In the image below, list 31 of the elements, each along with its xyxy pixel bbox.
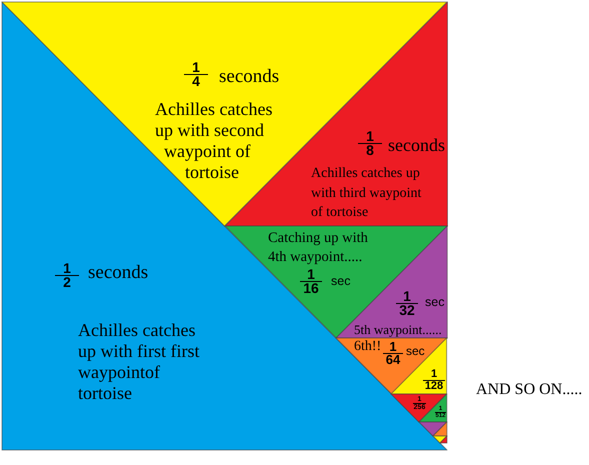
fraction-numerator: 1 [396, 290, 418, 304]
fraction-numerator: 1 [423, 369, 445, 381]
fraction-denominator: 64 [384, 354, 402, 366]
triangle-region [419, 422, 447, 436]
triangle-region [2, 2, 447, 450]
step-label: 6th!! [354, 339, 382, 355]
fraction-numerator: 1 [55, 262, 79, 276]
description-text: Achilles catches up with first first waypointof tortoise [78, 320, 200, 404]
unit-label: sec [406, 344, 425, 358]
fraction-denominator: 2 [62, 276, 72, 289]
unit-label: sec [425, 295, 444, 309]
fraction-denominator: 16 [302, 282, 320, 295]
unit-label: seconds [88, 262, 148, 284]
fraction-numerator: 1 [300, 268, 322, 282]
triangle-region [224, 226, 447, 338]
unit-label: seconds [219, 66, 280, 88]
description-text: Achilles catches up with third waypoint of tortoise [311, 165, 422, 222]
triangle-region [2, 2, 447, 226]
fraction-denominator: 8 [365, 144, 375, 157]
description-text: Achilles catches up with second waypoint of tortoise [155, 99, 274, 183]
description-text: 5th waypoint...... [354, 322, 442, 338]
fraction-numerator: 1 [358, 130, 382, 144]
unit-label: seconds [388, 134, 445, 156]
fraction-denominator: 32 [398, 304, 416, 317]
fraction-numerator: 1 [184, 61, 208, 75]
fraction-numerator: 1 [383, 341, 403, 354]
fraction-denominator: 4 [191, 75, 201, 88]
description-text: Catching up with 4th waypoint..... [268, 229, 369, 267]
fraction-denominator: 128 [424, 381, 444, 392]
note-text: AND SO ON..... [476, 380, 582, 400]
unit-label: sec [331, 274, 350, 288]
